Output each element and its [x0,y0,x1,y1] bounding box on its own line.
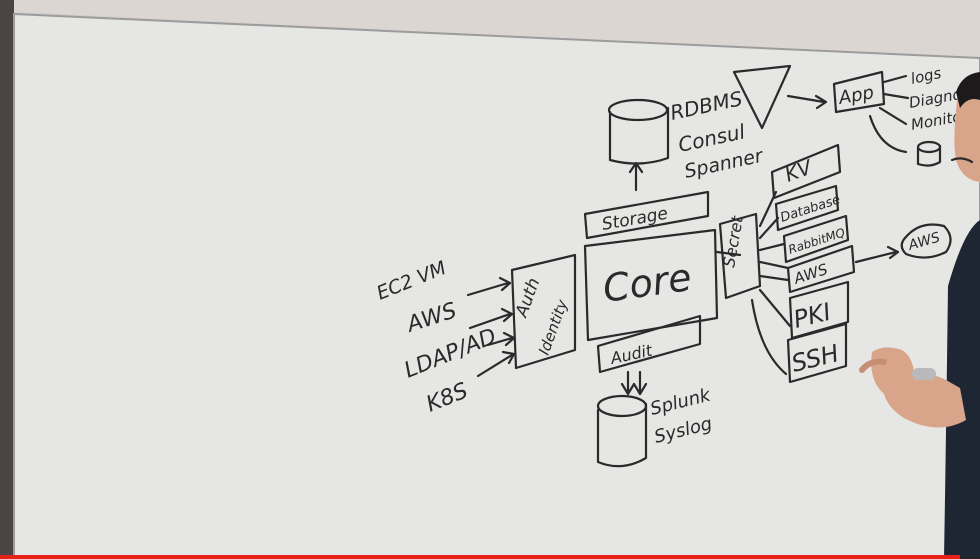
core-box [583,228,719,342]
secret-box [718,212,762,300]
splunk-cylinder-icon [596,394,648,468]
storage-box [583,190,710,240]
aws-engine-box [786,244,856,294]
video-progress-fill [0,555,961,559]
funnel-icon [732,64,792,130]
app-box [832,70,886,114]
audit-arrows-icon [620,370,648,396]
aws-target-cloud-icon [900,223,952,259]
left-frame [0,0,14,559]
kv-box [770,143,842,200]
ssh-box [786,322,848,384]
monitor-cylinder-icon [916,140,942,167]
auth-box [510,253,577,370]
database-box [774,184,840,232]
core-secret-link [715,250,742,257]
app-arrow-icon [786,94,828,110]
storage-arrow-icon [628,161,644,192]
audit-box [596,314,702,374]
upper-wall [14,0,980,58]
source-arrows-icon [466,276,516,378]
presenter [859,72,980,559]
rabbitmq-box [782,214,850,264]
rdbms-cylinder-icon [607,98,670,165]
pki-box [788,280,850,340]
app-output-arrows-icon [868,74,910,154]
video-progress-bar[interactable] [0,555,980,559]
aws-target-arrow-icon [854,245,900,264]
